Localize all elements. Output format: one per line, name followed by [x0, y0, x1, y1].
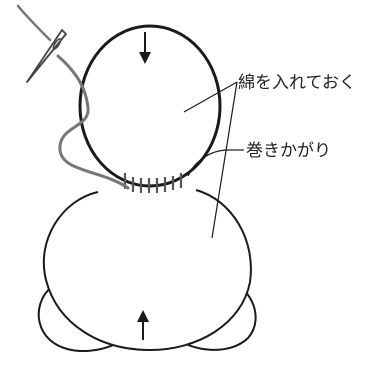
thread-tail [16, 4, 52, 42]
leader-lines [183, 81, 244, 239]
down-arrow-icon [139, 32, 151, 64]
thread [56, 54, 130, 190]
lower-body-outline [42, 189, 252, 352]
needle-icon [26, 29, 67, 83]
head-outline [78, 24, 222, 188]
stuffing-label: 綿を入れておく [238, 73, 356, 93]
whipstitch-label: 巻きかがり [246, 141, 331, 161]
up-arrow-icon [137, 310, 149, 340]
